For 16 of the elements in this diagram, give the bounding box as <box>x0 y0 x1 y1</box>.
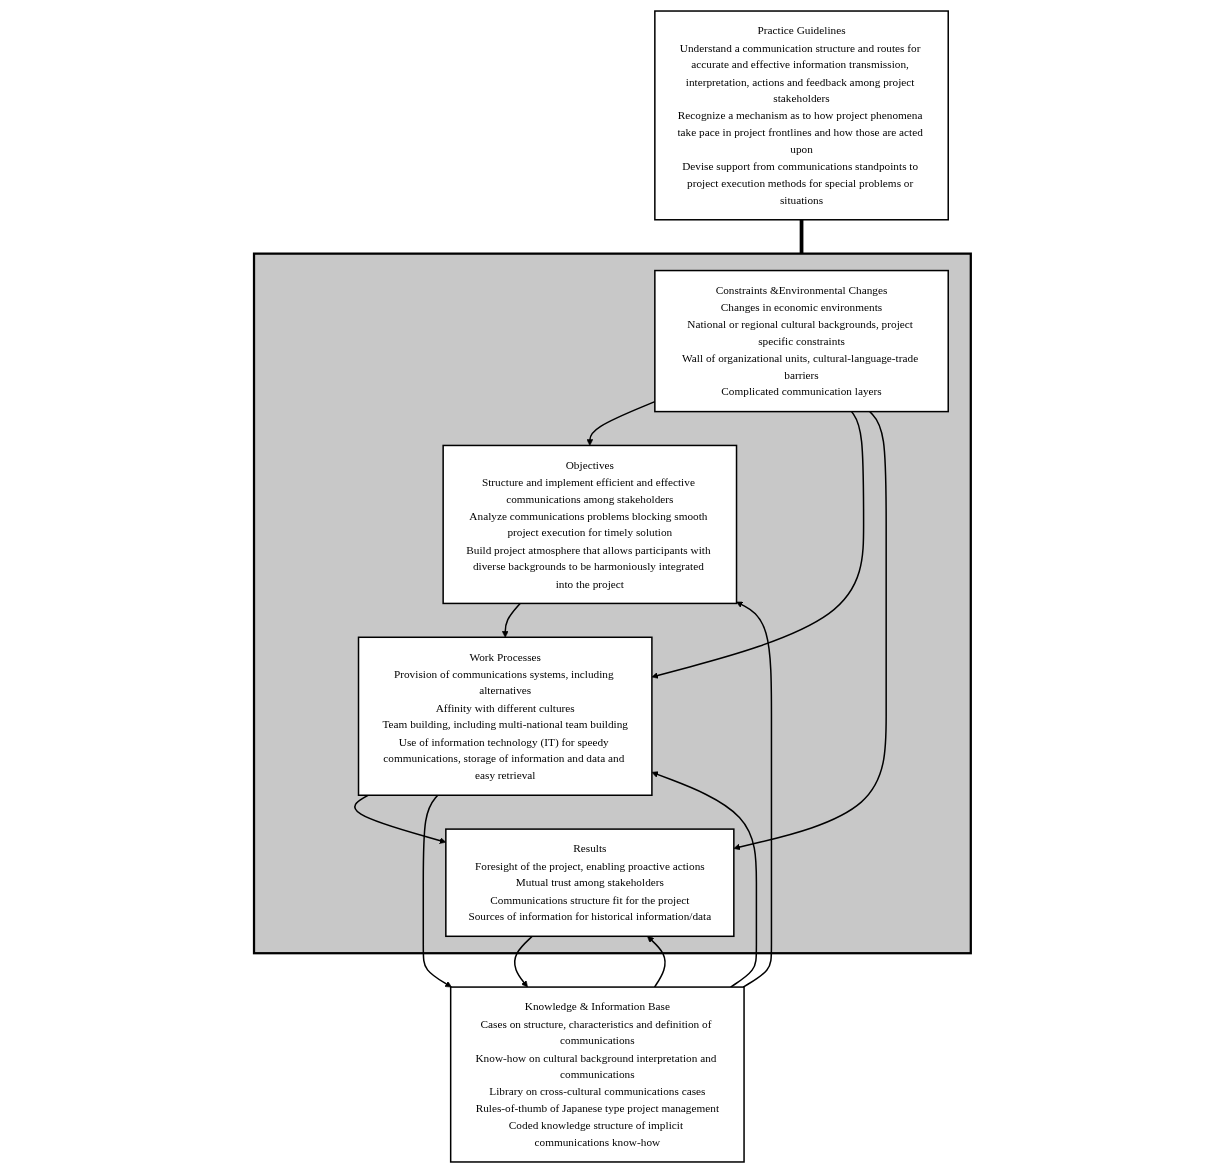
node-box: Knowledge & Information Base Cases on structure, characteristics and definition of communications Know-how on cultural background interpretation and communications Library on cross-cultural communications cases Rules-of-thumb of Japanese type project management Coded knowledge structure of implicit communications know-how <box>450 986 745 1163</box>
arrow <box>502 602 521 638</box>
arrow <box>736 601 773 988</box>
arrow <box>514 935 534 988</box>
arrow <box>733 410 887 851</box>
node-box: Objectives Structure and implement efficient and effective communications among stakeholders Analyze communications problems blocking smooth project execution for timely solution Build project atmosphere that allows participants with diverse backgrounds to be harmoniously integrated into the project <box>442 444 738 605</box>
node-box: Work Processes Provision of communications systems, including alternatives Affinity with different cultures Team building, including multi-national team building Use of information technology (IT) for speedy communications, storage of information and data and easy retrieval <box>357 636 653 796</box>
cluster <box>253 252 972 955</box>
arrow <box>651 771 758 988</box>
node-box: Practice Guidelines Understand a communication structure and routes for accurate and effective information transmission, interpretation, actions and feedback among project stakeholders Recognize a mechanism as to how project phenomena take pace in project frontlines and how those are acted upon Devise support from communications standpoints to project execution methods for special problems or situations <box>654 10 950 221</box>
arrow <box>422 794 452 988</box>
arrow <box>647 936 666 988</box>
node-box: Results Foresight of the project, enabling proactive actions Mutual trust among stakeholders Communications structure fit for the project Sources of information for historical information/data <box>445 828 735 938</box>
arrow <box>651 410 865 679</box>
connector <box>799 219 804 254</box>
node-box: Constraints &Environmental Changes Changes in economic environments National or regional cultural backgrounds, project specific constraints Wall of organizational units, cultural-language-trade barriers Complicated communication layers <box>654 269 950 413</box>
